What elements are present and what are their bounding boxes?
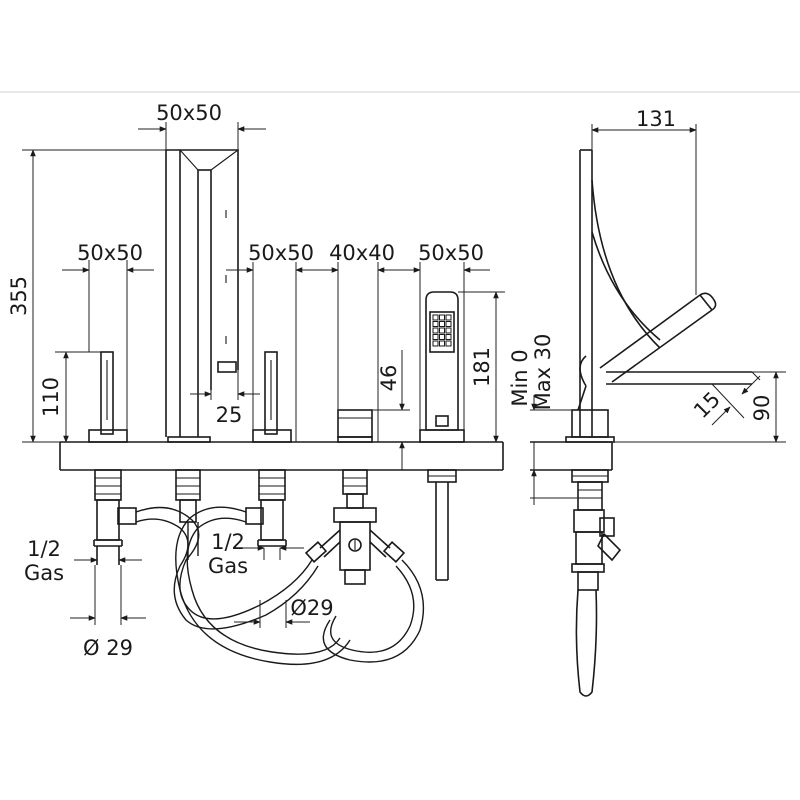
label-spout-square: 50x50 <box>156 101 222 125</box>
label-mid-thread-type: Gas <box>208 554 248 578</box>
label-pipe-diameter-left: Ø 29 <box>83 636 133 660</box>
side-handle <box>577 292 752 411</box>
deck-plate <box>59 441 504 471</box>
front-view: 50x50 355 50x50 110 50x50 40x40 50x50 25… <box>7 101 505 666</box>
front-dimension-lines <box>22 122 505 628</box>
shower-nozzle-grid <box>432 314 452 347</box>
label-shower-height: 181 <box>470 347 494 387</box>
flex-hoses <box>135 506 425 666</box>
label-left-square: 50x50 <box>77 241 143 265</box>
label-left-thread-type: Gas <box>24 561 64 585</box>
left-handle <box>88 351 137 565</box>
side-view: 131 Min 0 Max 30 15 90 <box>508 107 786 697</box>
side-labels: 131 Min 0 Max 30 15 90 <box>508 107 774 423</box>
tall-spout <box>165 149 239 523</box>
label-diverter-square: 40x40 <box>329 241 395 265</box>
hand-shower <box>419 291 465 581</box>
label-left-thread-size: 1/2 <box>27 537 61 561</box>
label-deck-min: Min 0 <box>508 349 532 406</box>
label-side-projection: 131 <box>636 107 676 131</box>
label-shower-square: 50x50 <box>418 241 484 265</box>
label-left-height: 110 <box>39 377 63 417</box>
label-mid-thread-size: 1/2 <box>211 530 245 554</box>
label-spout-height: 355 <box>7 276 31 316</box>
label-diverter-height: 46 <box>377 365 401 392</box>
label-spout-offset: 25 <box>216 403 243 427</box>
side-dimension-lines <box>530 124 786 505</box>
label-deck-max: Max 30 <box>531 334 555 411</box>
front-labels: 50x50 355 50x50 110 50x50 40x40 50x50 25… <box>7 101 494 660</box>
label-mid-square: 50x50 <box>248 241 314 265</box>
label-pipe-diameter-mid: Ø29 <box>290 596 333 620</box>
label-handle-height: 90 <box>750 395 774 422</box>
diverter <box>304 409 406 585</box>
